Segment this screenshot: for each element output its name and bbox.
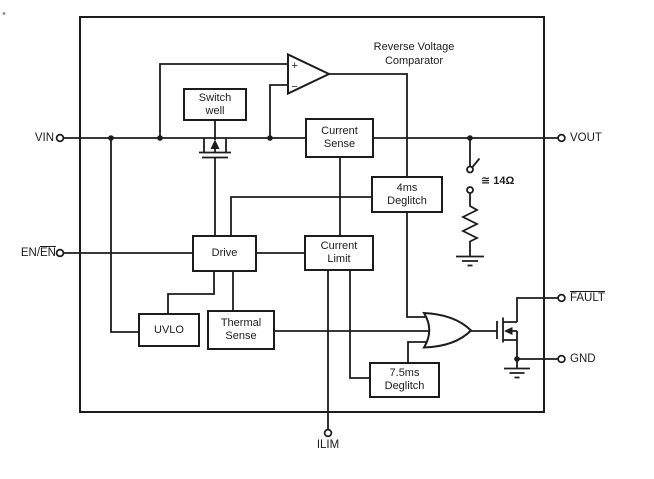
junction-dot xyxy=(467,135,473,141)
comparator-caption: Reverse Voltage Comparator xyxy=(344,40,484,68)
pin-text: GND xyxy=(570,353,596,365)
block-label: Sense xyxy=(323,138,356,150)
pin-text-overline: EN xyxy=(40,247,56,259)
fault-fet-symbol xyxy=(496,317,517,343)
junction-dot xyxy=(108,135,114,141)
pin-label-vout: VOUT xyxy=(570,131,602,145)
pass-fet-body xyxy=(199,121,231,159)
pin-label-vin: VIN xyxy=(0,131,54,145)
vin-terminal xyxy=(55,133,65,143)
comparator-minus-sign: − xyxy=(292,81,298,93)
resistor-value-text: ≅ 14Ω xyxy=(481,175,515,187)
fault-fet-arrow xyxy=(504,327,513,335)
ilim-terminal xyxy=(323,428,333,438)
wire-gnd xyxy=(516,331,558,368)
block-4ms-deglitch: 4ms Deglitch xyxy=(371,176,443,213)
block-label: 7.5ms xyxy=(389,367,420,379)
wire-drive-to-deglitch4 xyxy=(230,196,371,235)
fault-terminal xyxy=(557,293,566,303)
discharge-switch-blade xyxy=(471,157,481,168)
junction-dot xyxy=(267,135,273,141)
pin-text-overline: FAULT xyxy=(570,292,605,304)
scan-artifact-dot xyxy=(2,12,6,15)
wire-comparator-to-deglitch4 xyxy=(329,73,408,176)
block-label: Switch xyxy=(198,91,232,104)
pass-fet-symbol xyxy=(199,121,231,159)
caption-line: Comparator xyxy=(384,55,444,67)
fault-fet-body xyxy=(496,317,517,343)
block-label: Deglitch xyxy=(387,194,427,207)
block-current-sense: Current Sense xyxy=(305,118,374,158)
reverse-voltage-comparator-symbol xyxy=(287,52,332,96)
wire-limit-to-deglitch75 xyxy=(349,271,369,379)
block-label: Current xyxy=(321,125,358,137)
pin-label-gnd: GND xyxy=(570,352,596,366)
pin-text: VIN xyxy=(34,132,54,144)
pass-fet-arrow xyxy=(210,139,220,149)
junction-dot xyxy=(157,135,163,141)
vout-terminal xyxy=(557,133,566,143)
junction-dot xyxy=(514,356,520,362)
block-label: Current xyxy=(320,240,358,252)
block-label: Deglitch xyxy=(384,380,425,392)
block-label: Limit xyxy=(327,253,351,265)
pin-text: EN/ xyxy=(20,247,41,259)
ground-icon xyxy=(456,255,484,267)
pin-label-ilim: ILIM xyxy=(300,438,356,452)
block-label: Sense xyxy=(225,330,257,342)
block-label: well xyxy=(205,104,225,117)
block-label: 4ms xyxy=(396,181,418,194)
block-drive: Drive xyxy=(192,235,257,272)
pin-label-en: EN/EN xyxy=(0,246,56,260)
block-label: UVLO xyxy=(154,323,184,336)
wire-comparator-plus-input xyxy=(159,63,289,138)
block-current-limit: Current Limit xyxy=(304,235,374,271)
block-switch-well: Switch well xyxy=(183,88,247,121)
ic-boundary-box xyxy=(79,16,545,413)
wire-uvlo-to-drive xyxy=(167,272,215,313)
wire-deglitch75-to-or xyxy=(407,341,429,362)
block-label: Thermal xyxy=(220,317,262,329)
en-terminal xyxy=(55,248,65,258)
block-uvlo: UVLO xyxy=(138,313,200,347)
discharge-resistor-value: ≅ 14Ω xyxy=(481,174,514,187)
resistor-icon xyxy=(460,193,480,256)
caption-line: Reverse Voltage xyxy=(373,41,455,53)
ground-icon xyxy=(504,367,530,379)
wire-comparator-minus-input xyxy=(269,84,289,138)
or-gate-symbol xyxy=(422,311,473,349)
wire-deglitch4-to-or xyxy=(406,213,429,318)
block-7-5ms-deglitch: 7.5ms Deglitch xyxy=(369,362,440,398)
wire-vin-to-uvlo xyxy=(110,138,138,333)
comparator-plus-sign: + xyxy=(292,60,298,72)
discharge-switch-icon xyxy=(466,165,474,174)
discharge-switch-icon xyxy=(466,186,474,194)
block-label: Drive xyxy=(211,247,238,259)
wire-fault xyxy=(516,297,558,322)
pin-text: ILIM xyxy=(316,439,340,451)
pin-text: VOUT xyxy=(570,132,602,144)
block-thermal-sense: Thermal Sense xyxy=(207,310,275,350)
pin-label-fault: FAULT xyxy=(570,291,605,305)
gnd-terminal xyxy=(557,354,566,364)
